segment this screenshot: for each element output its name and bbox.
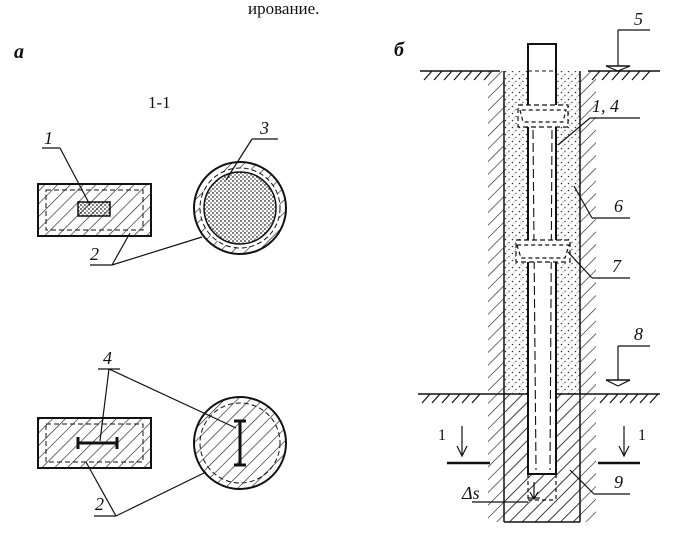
ground-surface-top xyxy=(420,70,660,81)
svg-text:9: 9 xyxy=(614,472,623,492)
callout-3: 3 xyxy=(225,118,278,181)
panel-b-label: б xyxy=(394,39,405,61)
circle-section-top xyxy=(193,161,287,255)
svg-text:7: 7 xyxy=(612,256,622,276)
svg-text:5: 5 xyxy=(634,9,643,29)
rect-section-top xyxy=(37,183,152,237)
circle-section-bottom xyxy=(193,396,287,490)
settlement-marker: Δs xyxy=(461,482,540,503)
level-marker-8: 8 xyxy=(605,324,650,387)
callout-2-top: 2 xyxy=(90,232,203,266)
top-text-fragment: ирование. xyxy=(248,0,319,18)
svg-text:8: 8 xyxy=(634,324,643,344)
anchor-lower xyxy=(515,239,571,263)
callout-7: 7 xyxy=(567,251,630,279)
callout-9: 9 xyxy=(569,469,630,495)
callout-4: 4 xyxy=(98,348,237,442)
svg-text:4: 4 xyxy=(103,348,112,368)
callout-2-bottom: 2 xyxy=(85,461,207,517)
svg-text:1, 4: 1, 4 xyxy=(592,96,619,116)
level-marker-5: 5 xyxy=(605,9,650,72)
section-mark-left: 1 xyxy=(438,426,490,465)
svg-text:1: 1 xyxy=(438,427,446,444)
anchor-upper xyxy=(517,104,569,128)
svg-text:1: 1 xyxy=(44,128,53,148)
svg-text:1: 1 xyxy=(638,427,646,444)
svg-text:2: 2 xyxy=(95,494,104,514)
callout-1-4: 1, 4 xyxy=(557,96,640,146)
panel-a-label: а xyxy=(14,41,24,63)
svg-text:6: 6 xyxy=(614,196,623,216)
svg-text:3: 3 xyxy=(259,118,269,138)
callout-1: 1 xyxy=(42,128,91,206)
section-title: 1-1 xyxy=(148,93,171,112)
section-mark-right: 1 xyxy=(598,426,646,465)
rect-section-bottom xyxy=(37,417,152,469)
svg-text:Δs: Δs xyxy=(461,483,480,503)
svg-text:2: 2 xyxy=(90,244,99,264)
callout-6: 6 xyxy=(573,185,630,219)
